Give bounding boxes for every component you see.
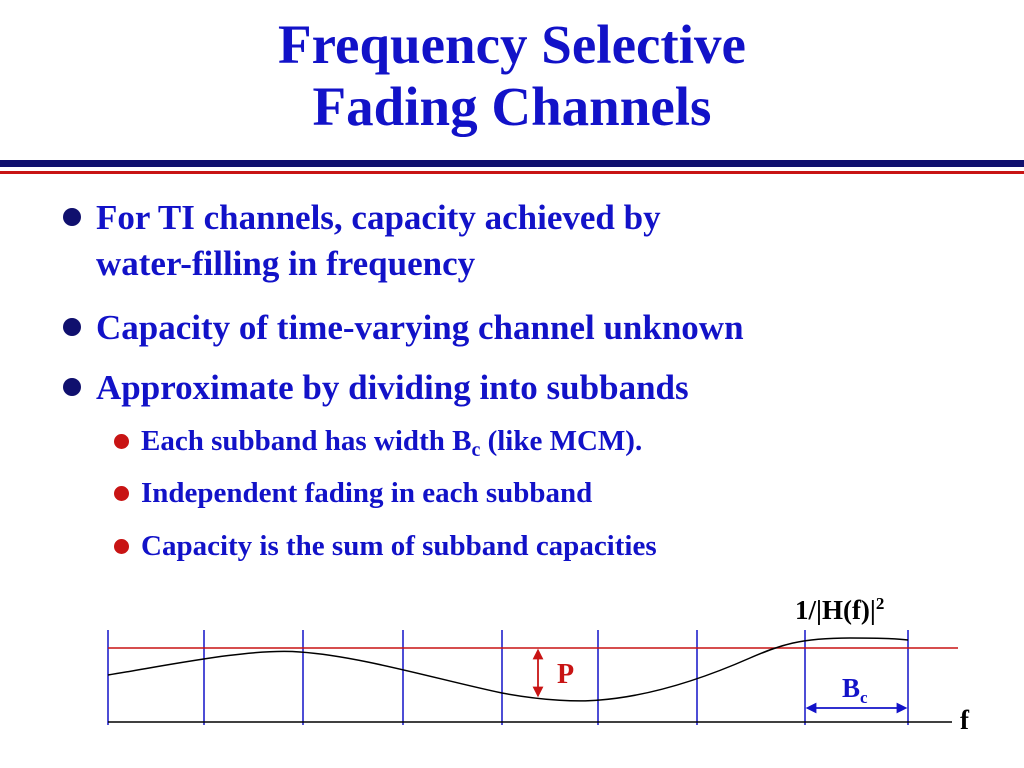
sub-bullet-dot-icon xyxy=(114,486,129,501)
title-divider-red xyxy=(0,171,1024,174)
bullet-3-text: Approximate by dividing into subbands xyxy=(96,368,689,407)
sub-bullet-2: Independent fading in each subband xyxy=(114,474,593,512)
sub-bullet-1-post: (like MCM). xyxy=(480,425,643,457)
bullet-2: Capacity of time-varying channel unknown xyxy=(63,305,744,351)
curve-label: 1/|H(f)|2 xyxy=(795,594,884,625)
inverse-channel-curve xyxy=(107,637,909,702)
slide-title: Frequency Selective Fading Channels xyxy=(0,14,1024,138)
title-line-1: Frequency Selective xyxy=(278,14,746,75)
power-label: P xyxy=(557,659,574,690)
title-divider-navy xyxy=(0,160,1024,167)
sub-bullet-3: Capacity is the sum of subband capacitie… xyxy=(114,527,657,565)
sub-bullet-1: Each subband has width Bc (like MCM). xyxy=(114,422,643,469)
bullet-1-line-2: water-filling in frequency xyxy=(96,244,476,283)
bullet-list: For TI channels, capacity achieved by wa… xyxy=(63,195,744,565)
sub-bullet-dot-icon xyxy=(114,434,129,449)
bandwidth-label: Bc xyxy=(842,673,868,707)
sub-bullet-2-text: Independent fading in each subband xyxy=(141,477,593,509)
sub-bullet-3-text: Capacity is the sum of subband capacitie… xyxy=(141,530,657,562)
bullet-dot-icon xyxy=(63,378,81,396)
sub-bullet-1-subscript: c xyxy=(471,439,481,461)
bullet-3: Approximate by dividing into subbands xyxy=(63,365,689,411)
curve-label-exponent: 2 xyxy=(876,594,885,613)
bandwidth-label-subscript: c xyxy=(860,688,868,707)
sub-bullet-dot-icon xyxy=(114,539,129,554)
axis-label-f: f xyxy=(960,705,970,735)
bullet-1-line-1: For TI channels, capacity achieved by xyxy=(96,198,661,237)
bullet-2-text: Capacity of time-varying channel unknown xyxy=(96,308,744,347)
title-line-2: Fading Channels xyxy=(312,76,712,137)
bullet-dot-icon xyxy=(63,208,81,226)
bullet-dot-icon xyxy=(63,318,81,336)
bullet-1: For TI channels, capacity achieved by wa… xyxy=(63,195,661,287)
sub-bullet-1-pre: Each subband has width B xyxy=(141,425,472,457)
